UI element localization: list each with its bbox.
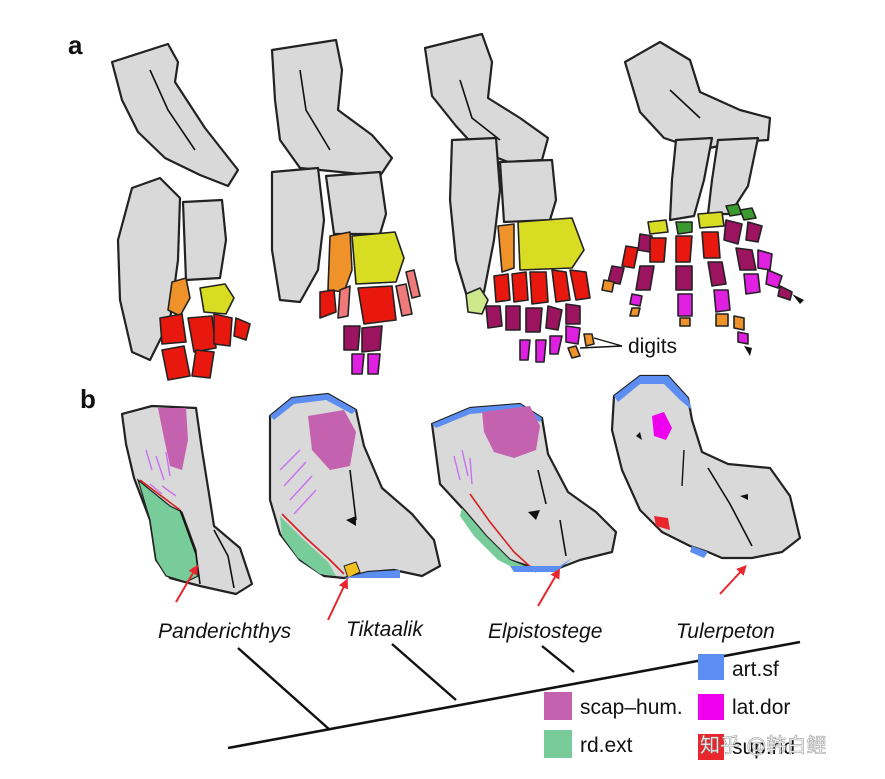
ulna-bone bbox=[116, 176, 182, 362]
digits-label: digits bbox=[628, 335, 677, 358]
ulna-bone bbox=[270, 166, 326, 304]
arrow-panderichthys bbox=[175, 564, 199, 603]
arrows bbox=[175, 564, 747, 621]
humerus-bone bbox=[423, 32, 550, 164]
panel-label-b: b bbox=[80, 384, 96, 414]
radius-bone bbox=[181, 198, 228, 282]
fin-tiktaalik bbox=[270, 38, 421, 375]
humerus-tiktaalik bbox=[268, 392, 442, 580]
legend-item-lat-dor: lat.dor bbox=[698, 694, 790, 720]
lat-dor-region bbox=[652, 412, 672, 440]
legend-label-lat-dor: lat.dor bbox=[732, 696, 790, 719]
taxon-label-tiktaalik: Tiktaalik bbox=[346, 618, 424, 641]
legend-item-rd-ext: rd.ext bbox=[544, 730, 633, 758]
humerus-tulerpeton bbox=[610, 374, 802, 560]
rd-ext-region bbox=[136, 478, 199, 583]
arrow-tulerpeton bbox=[719, 565, 747, 595]
legend-item-art-sf: art.sf bbox=[698, 654, 779, 681]
cladogram-branch-panderichthys bbox=[237, 647, 331, 731]
ulna-bone bbox=[668, 136, 714, 222]
scap-hum-region bbox=[158, 408, 188, 470]
legend: art.sf lat.dor scap–hum. rd.ext sup.rid bbox=[544, 654, 795, 760]
art-sf-region bbox=[270, 394, 356, 420]
legend-label-art-sf: art.sf bbox=[732, 658, 779, 681]
humerus-bone bbox=[110, 42, 240, 188]
humerus-bone bbox=[270, 38, 394, 178]
legend-label-sup-rid: sup.rid bbox=[732, 736, 795, 759]
arrow-elpistostege bbox=[537, 568, 561, 607]
humerus-elpistostege bbox=[430, 402, 618, 573]
scap-hum-region bbox=[482, 406, 540, 458]
legend-label-scap-hum: scap–hum. bbox=[580, 696, 683, 719]
legend-label-rd-ext: rd.ext bbox=[580, 734, 633, 757]
radius-bone bbox=[324, 170, 388, 236]
digits-annotation: digits bbox=[579, 335, 677, 358]
arrow-tiktaalik bbox=[327, 578, 348, 621]
fin-panderichthys bbox=[110, 42, 251, 381]
humerus-panderichthys bbox=[120, 404, 254, 596]
taxon-label-tulerpeton: Tulerpeton bbox=[676, 620, 775, 643]
watermark: 知乎 @韩白鲤 bbox=[700, 733, 826, 757]
cladogram-branch-elpistostege bbox=[541, 645, 575, 673]
radius-bone bbox=[498, 158, 558, 224]
panel-label-a: a bbox=[68, 30, 83, 60]
art-sf-region bbox=[614, 376, 692, 410]
sup-rid-region bbox=[654, 516, 670, 530]
humerus-bone bbox=[623, 40, 772, 152]
fin-tulerpeton bbox=[601, 40, 804, 356]
taxon-label-elpistostege: Elpistostege bbox=[488, 620, 602, 643]
legend-item-sup-rid: sup.rid bbox=[698, 734, 795, 760]
legend-item-scap-hum: scap–hum. bbox=[544, 692, 683, 720]
radius-bone bbox=[706, 136, 760, 216]
fin-elpistostege bbox=[423, 32, 595, 363]
scap-hum-region bbox=[308, 410, 356, 470]
rd-ext-region bbox=[460, 508, 530, 570]
taxon-label-panderichthys: Panderichthys bbox=[158, 620, 292, 643]
ulna-bone bbox=[448, 136, 502, 302]
cladogram-branch-tiktaalik bbox=[391, 643, 457, 701]
rd-ext-region bbox=[280, 516, 336, 576]
